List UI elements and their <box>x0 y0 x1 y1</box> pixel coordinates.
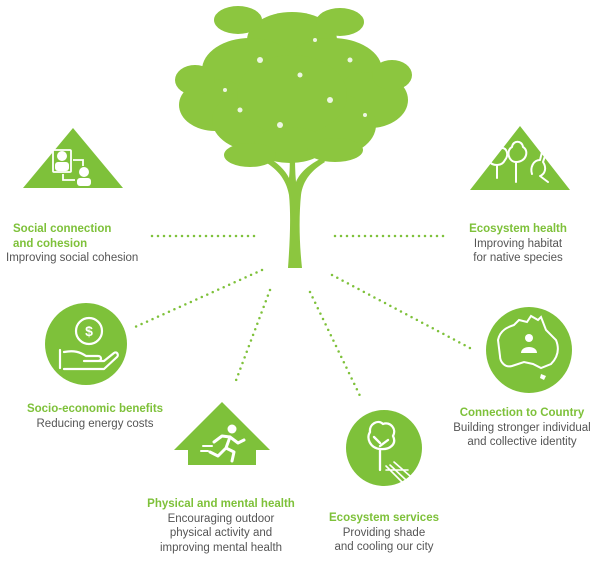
tree-shade-icon <box>346 410 422 486</box>
physical-mental-desc-line-3: improving mental health <box>159 541 283 554</box>
physical-mental-desc-line-1: Encouraging outdoor <box>167 512 275 525</box>
ecosystem-services-title: Ecosystem services <box>329 512 439 524</box>
people-network-icon <box>23 128 123 188</box>
connector-lines <box>133 234 472 402</box>
label-physical-mental: Physical and mental health Encouraging o… <box>146 497 296 555</box>
connector-services <box>308 290 364 402</box>
label-ecosystem-health: Ecosystem health Improving habitat for n… <box>452 222 584 266</box>
connection-country-desc-line-2: and collective identity <box>467 436 577 448</box>
social-title-line-2: and cohesion <box>13 237 88 250</box>
ecosystem-services-desc-line-2: and cooling our city <box>334 541 434 553</box>
hand-coin-icon: $ <box>45 303 127 385</box>
physical-mental-title: Physical and mental health <box>147 498 295 510</box>
ecosystem-health-title: Ecosystem health <box>469 223 567 235</box>
socio-economic-desc: Reducing energy costs <box>36 417 154 430</box>
social-desc-line-1: Improving social cohesion <box>6 252 139 264</box>
running-person-icon <box>174 402 270 465</box>
connector-socio-economic <box>133 268 264 329</box>
label-socio-economic: Socio-economic benefits Reducing energy … <box>20 402 170 431</box>
label-social: Social connection and cohesion Improving… <box>6 222 138 266</box>
socio-economic-title: Socio-economic benefits <box>26 403 164 415</box>
label-ecosystem-services: Ecosystem services Providing shade and c… <box>322 511 446 555</box>
connector-physical <box>233 288 272 385</box>
ecosystem-health-desc-line-2: for native species <box>473 252 563 264</box>
svg-text:$: $ <box>85 323 93 339</box>
tree-kangaroo-icon <box>470 126 570 190</box>
ecosystem-health-desc-line-1: Improving habitat <box>473 237 563 250</box>
physical-mental-desc-line-2: physical activity and <box>169 527 273 539</box>
australia-map-person-icon <box>486 307 572 393</box>
connection-country-title: Connection to Country <box>459 407 585 419</box>
connection-country-desc-line-1: Building stronger individual <box>453 421 591 434</box>
connector-country <box>330 273 472 350</box>
social-title-line-1: Social connection <box>13 223 112 235</box>
ecosystem-services-desc-line-1: Providing shade <box>342 526 426 539</box>
label-connection-country: Connection to Country Building stronger … <box>447 406 597 450</box>
tree-icon <box>175 6 412 268</box>
